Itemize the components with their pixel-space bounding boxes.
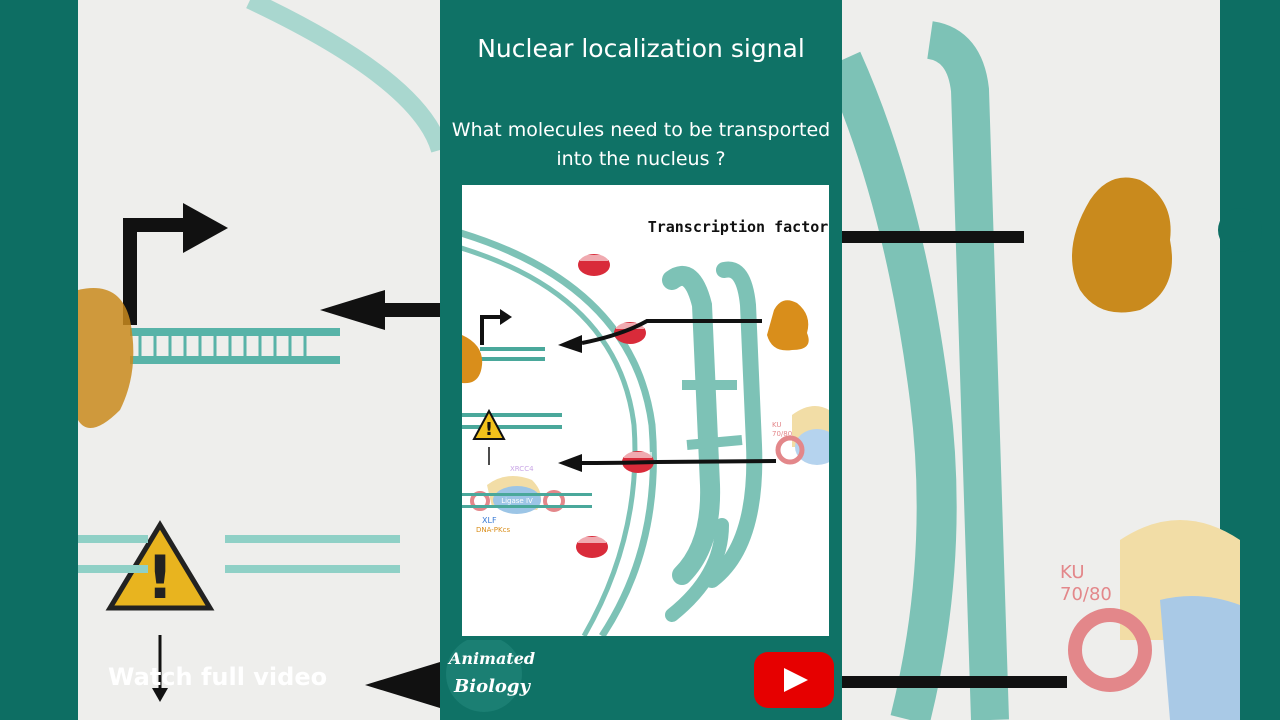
logo-line-2: Biology [453,676,531,697]
transcription-factor-shape [767,300,809,351]
play-icon [784,668,808,692]
svg-text:!: ! [485,419,493,440]
figure-card: ! Ligase IV XRCC4 XLF DNA-PKcs KU 70/80 … [462,185,829,636]
dnapk-label: DNA-PKcs [476,526,510,534]
svg-text:!: ! [146,543,173,613]
ligase-label: Ligase IV [501,497,533,505]
watch-full-video-link[interactable]: Watch full video [108,663,328,691]
logo-line-1: Animated [447,649,535,668]
ku-sub-label: 70/80 [772,430,792,438]
ku-label: KU [772,421,782,429]
animated-biology-logo[interactable]: Animated Biology [444,636,542,716]
video-title: Nuclear localization signal [477,34,805,63]
nuclear-pore-4 [576,536,608,558]
nuclear-pore-1 [578,254,610,276]
er-stack-1 [662,266,721,585]
svg-text:70/80: 70/80 [1060,584,1112,605]
nucleus-illustration: ! Ligase IV XRCC4 XLF DNA-PKcs KU 70/80 … [462,218,829,636]
xrcc-label: XRCC4 [510,465,534,473]
transcription-factor-label: Transcription factor [648,218,829,236]
question-text: What molecules need to be transported in… [451,119,831,170]
xlf-label: XLF [482,516,497,525]
short-panel: Nuclear localization signal What molecul… [440,0,842,720]
svg-text:KU: KU [1060,562,1085,583]
youtube-play-button[interactable] [754,652,834,708]
